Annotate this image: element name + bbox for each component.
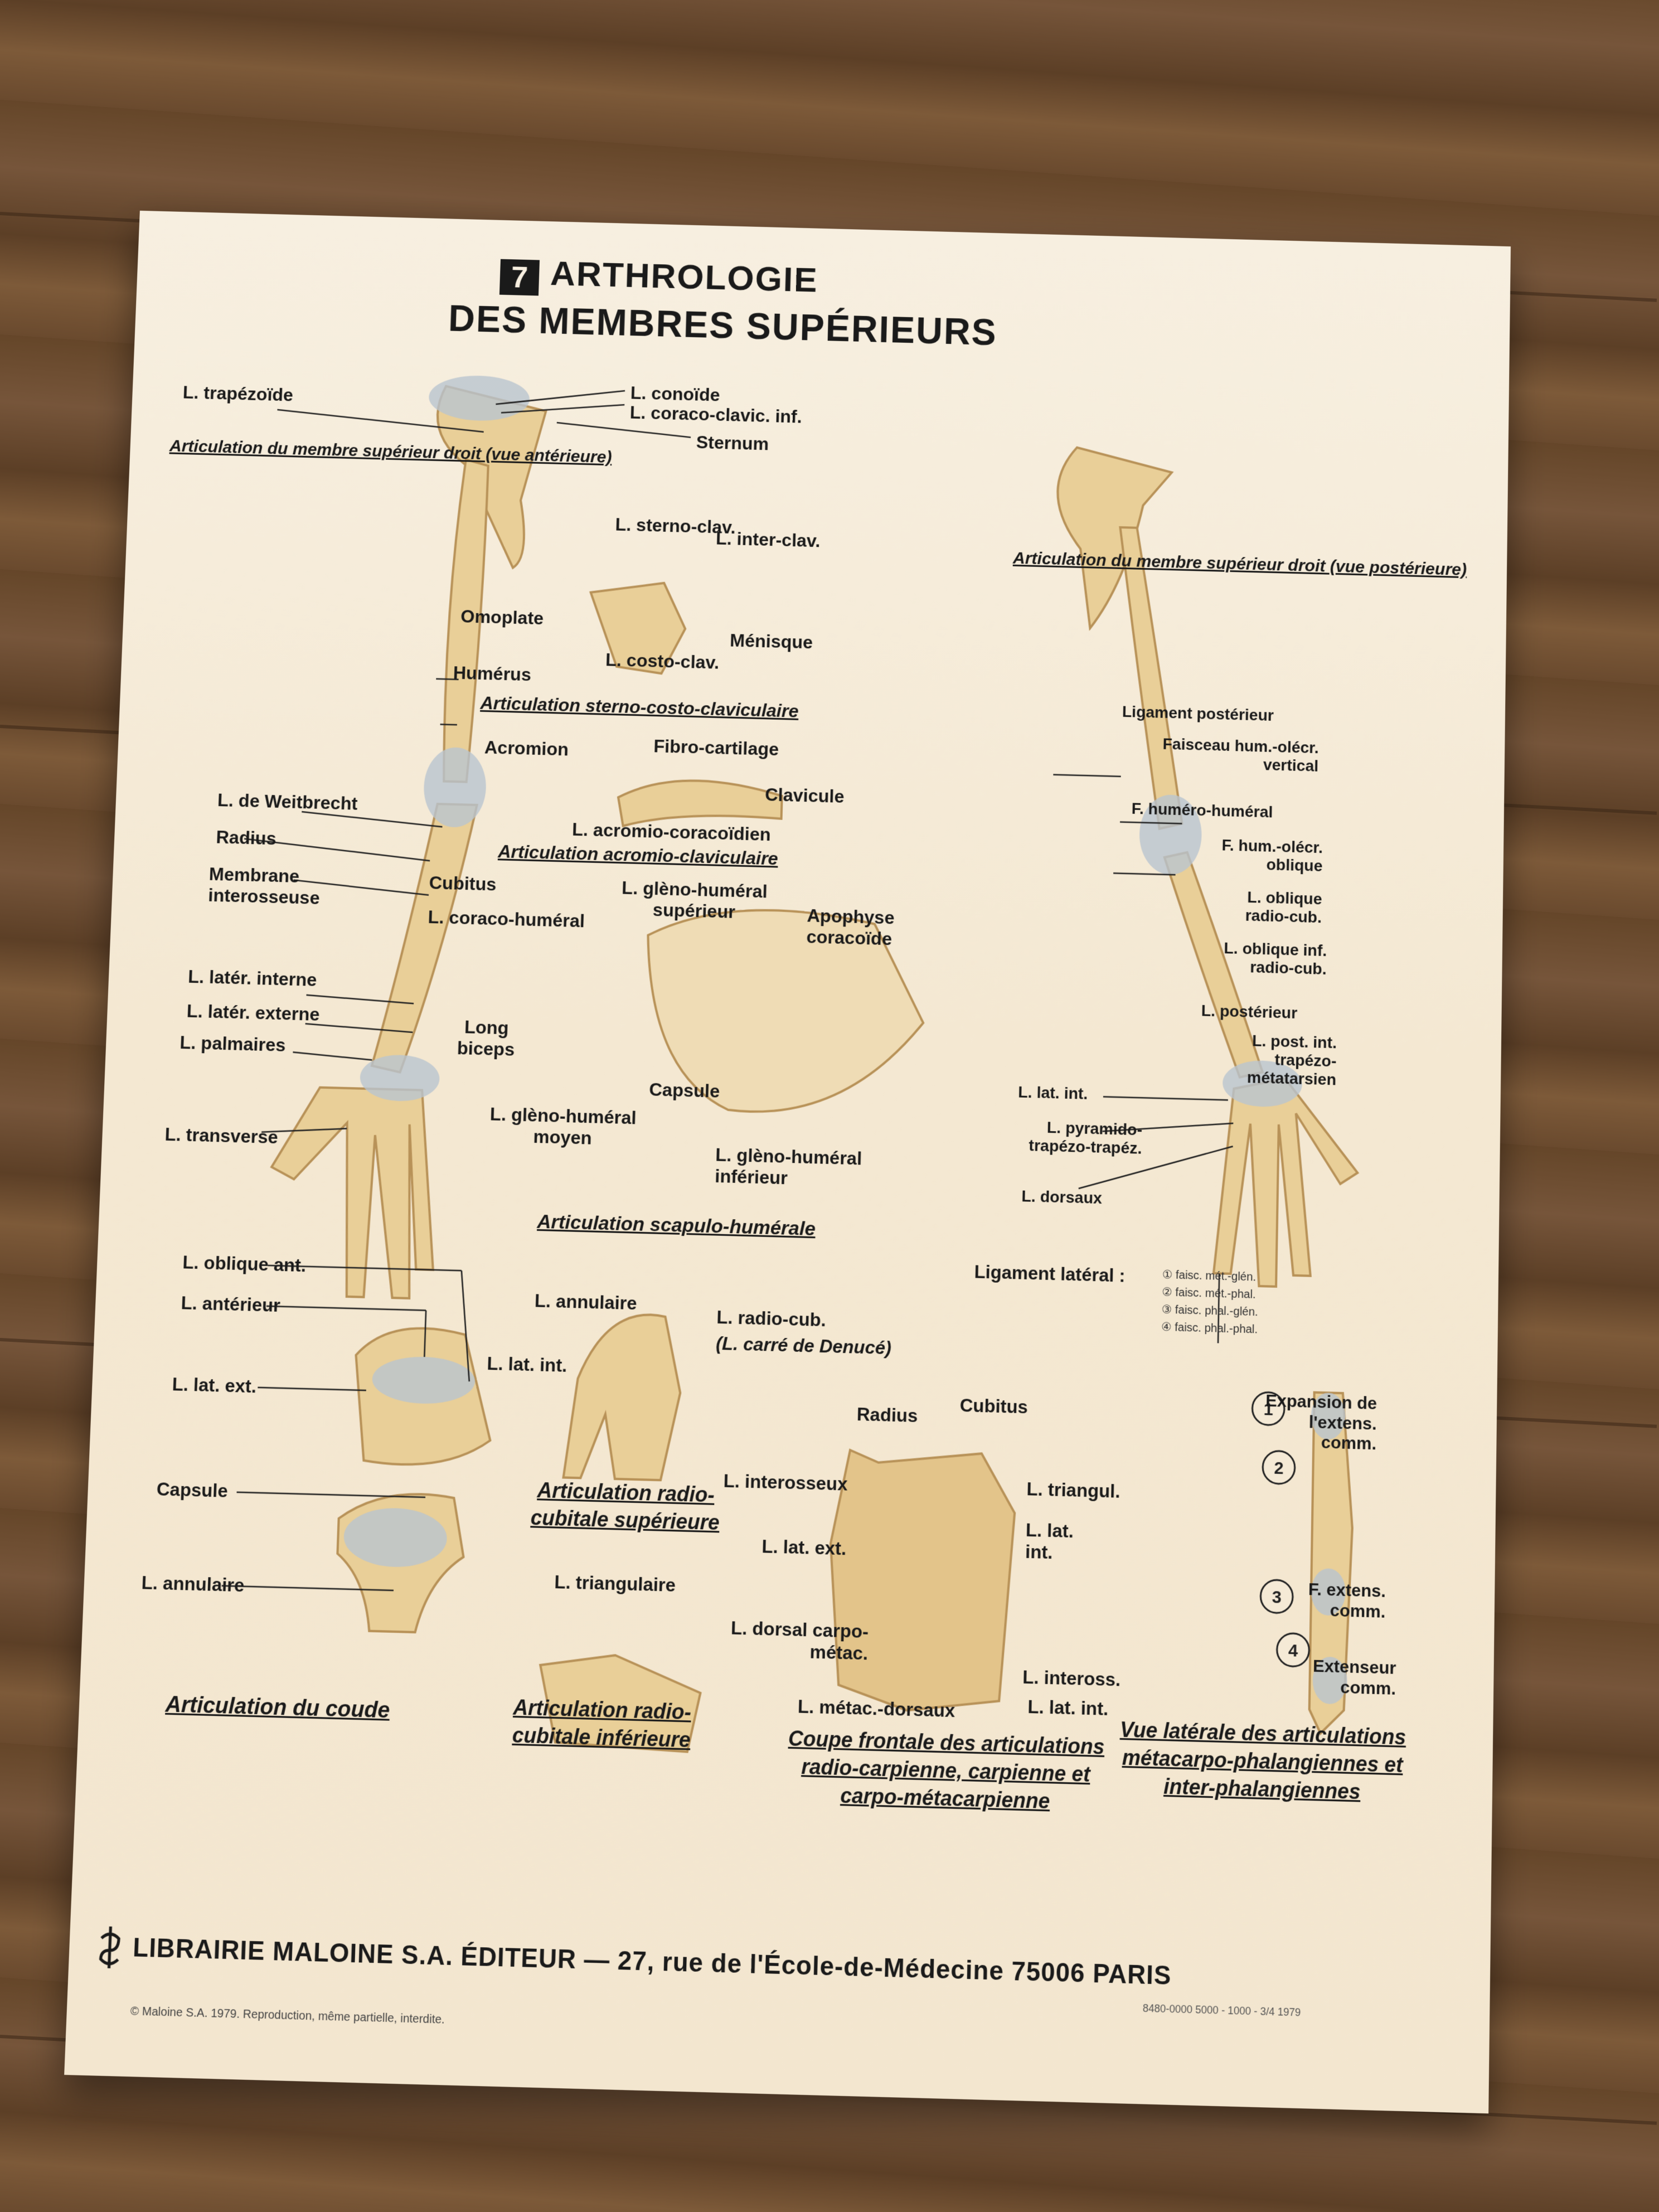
circle-number: 3 <box>1272 1588 1282 1607</box>
label-lat-int-coupe: L. lat. int. <box>1025 1519 1095 1564</box>
wrist-section <box>827 1449 1016 1713</box>
circle-number: 2 <box>1274 1458 1284 1478</box>
label-annulaire-coude: L. annulaire <box>141 1572 245 1597</box>
label-long-biceps: Long biceps <box>452 1016 521 1060</box>
label-omoplate: Omoplate <box>460 606 544 629</box>
label-faisceau: Faisceau hum.-olécr. vertical <box>1127 734 1319 776</box>
label-anterieur: L. antérieur <box>181 1292 281 1316</box>
anatomy-poster: 7 ARTHROLOGIE DES MEMBRES SUPÉRIEURS <box>64 211 1511 2113</box>
label-radio-cub: L. radio-cub. <box>716 1307 826 1331</box>
caption-radio-sup: Articulation radio-cubitale supérieure <box>505 1476 746 1537</box>
label-clavicule: Clavicule <box>765 784 845 807</box>
label-gleno-inf: L. glèno-huméral inférieur <box>715 1144 886 1191</box>
label-oblique-inf: L. oblique inf. radio-cub. <box>1185 938 1327 979</box>
label-trapezoide: L. trapézoïde <box>182 382 293 405</box>
label-expansion: Expansion de l'extens. comm. <box>1250 1391 1377 1454</box>
label-humerus: Humérus <box>453 662 531 685</box>
label-inter-clav: L. inter-clav. <box>716 528 821 551</box>
publisher-logo-icon <box>91 1923 128 1972</box>
label-coraco-humeral: L. coraco-huméral <box>428 906 585 932</box>
label-apophyse: Apophyse coracoïde <box>806 905 920 950</box>
label-hum-olecr: F. hum.-olécr. oblique <box>1187 835 1323 875</box>
label-oblique-radio: L. oblique radio-cub. <box>1220 887 1322 927</box>
label-f-extens: F. extens. comm. <box>1282 1579 1386 1622</box>
label-weitbrecht: L. de Weitbrecht <box>217 789 358 814</box>
label-capsule-scap: Capsule <box>649 1079 720 1102</box>
radio-cubital-sup <box>564 1313 683 1481</box>
label-extenseur: Extenseur comm. <box>1281 1656 1396 1700</box>
label-dorsaux: L. dorsaux <box>1021 1187 1102 1207</box>
hand-posterior <box>1214 1076 1359 1288</box>
label-palmaires: L. palmaires <box>180 1032 286 1056</box>
label-lat-int: L. lat. int. <box>1018 1083 1088 1104</box>
label-membrane: Membrane interosseuse <box>208 864 356 909</box>
label-lat-int-coupe2: L. lat. int. <box>1027 1696 1109 1720</box>
caption-coude: Articulation du coude <box>165 1690 390 1725</box>
label-metac-dorsaux: L. métac.-dorsaux <box>798 1696 955 1722</box>
label-gleno-moyen: L. glèno-huméral moyen <box>477 1103 649 1150</box>
label-fibro-cartilage: Fibro-cartilage <box>653 736 779 760</box>
label-menisque: Ménisque <box>730 630 813 653</box>
label-sternum: Sternum <box>696 432 769 454</box>
label-annulaire-sup: L. annulaire <box>534 1290 637 1314</box>
label-triangul: L. triangul. <box>1026 1478 1120 1502</box>
label-capsule-coude: Capsule <box>156 1478 228 1502</box>
label-lat-int-coude: L. lat. int. <box>487 1353 567 1376</box>
ligament-elbow-anterior <box>423 746 487 828</box>
label-costo-clav: L. costo-clav. <box>605 649 720 673</box>
label-ligament-lateral: Ligament latéral : <box>974 1261 1125 1287</box>
label-posterieur: L. postérieur <box>1201 1002 1298 1023</box>
caption-coupe: Coupe frontale des articulations radio-c… <box>778 1725 1113 1817</box>
label-gleno-sup: L. glèno-huméral supérieur <box>609 877 779 924</box>
label-interosseux: L. interosseux <box>723 1470 848 1495</box>
label-dorsal-carpo: L. dorsal carpo-métac. <box>684 1616 869 1665</box>
legend-ligament-item: ① faisc. mét.-glén. <box>1162 1266 1257 1286</box>
label-post-trapezo: L. post. int. trapézo-métatarsien <box>1206 1030 1337 1089</box>
legend-ligament-item: ② faisc. mét.-phal. <box>1162 1283 1256 1303</box>
label-triangulaire: L. triangulaire <box>554 1571 681 1596</box>
label-cubitus-coupe: Cubitus <box>959 1395 1028 1418</box>
label-acromion: Acromion <box>484 737 569 760</box>
label-radius: Radius <box>216 827 276 849</box>
label-transverse: L. transverse <box>164 1124 278 1148</box>
legend-ligament-item: ④ faisc. phal.-phal. <box>1161 1318 1258 1338</box>
caption-vue-laterale: Vue latérale des articulations métacarpo… <box>1100 1716 1424 1808</box>
label-oblique-ant: L. oblique ant. <box>182 1251 307 1276</box>
label-cubitus: Cubitus <box>429 872 497 895</box>
label-inteross: L. inteross. <box>1022 1666 1121 1691</box>
scapula-posterior <box>1055 447 1172 630</box>
label-lat-ext-coupe: L. lat. ext. <box>761 1536 847 1560</box>
label-later-externe: L. latér. externe <box>186 1001 320 1025</box>
label-pyramido: L. pyramido-trapézo-trapéz. <box>994 1117 1142 1158</box>
legend-ligament-item: ③ faisc. phal.-glén. <box>1161 1301 1258 1321</box>
label-lat-ext: L. lat. ext. <box>172 1374 257 1398</box>
label-radius-coupe: Radius <box>856 1404 918 1427</box>
caption-radio-inf: Articulation radio-cubitale inférieure <box>474 1693 729 1755</box>
label-humero-humeral: F. huméro-huméral <box>1131 799 1273 822</box>
label-later-interne: L. latér. interne <box>188 966 317 991</box>
